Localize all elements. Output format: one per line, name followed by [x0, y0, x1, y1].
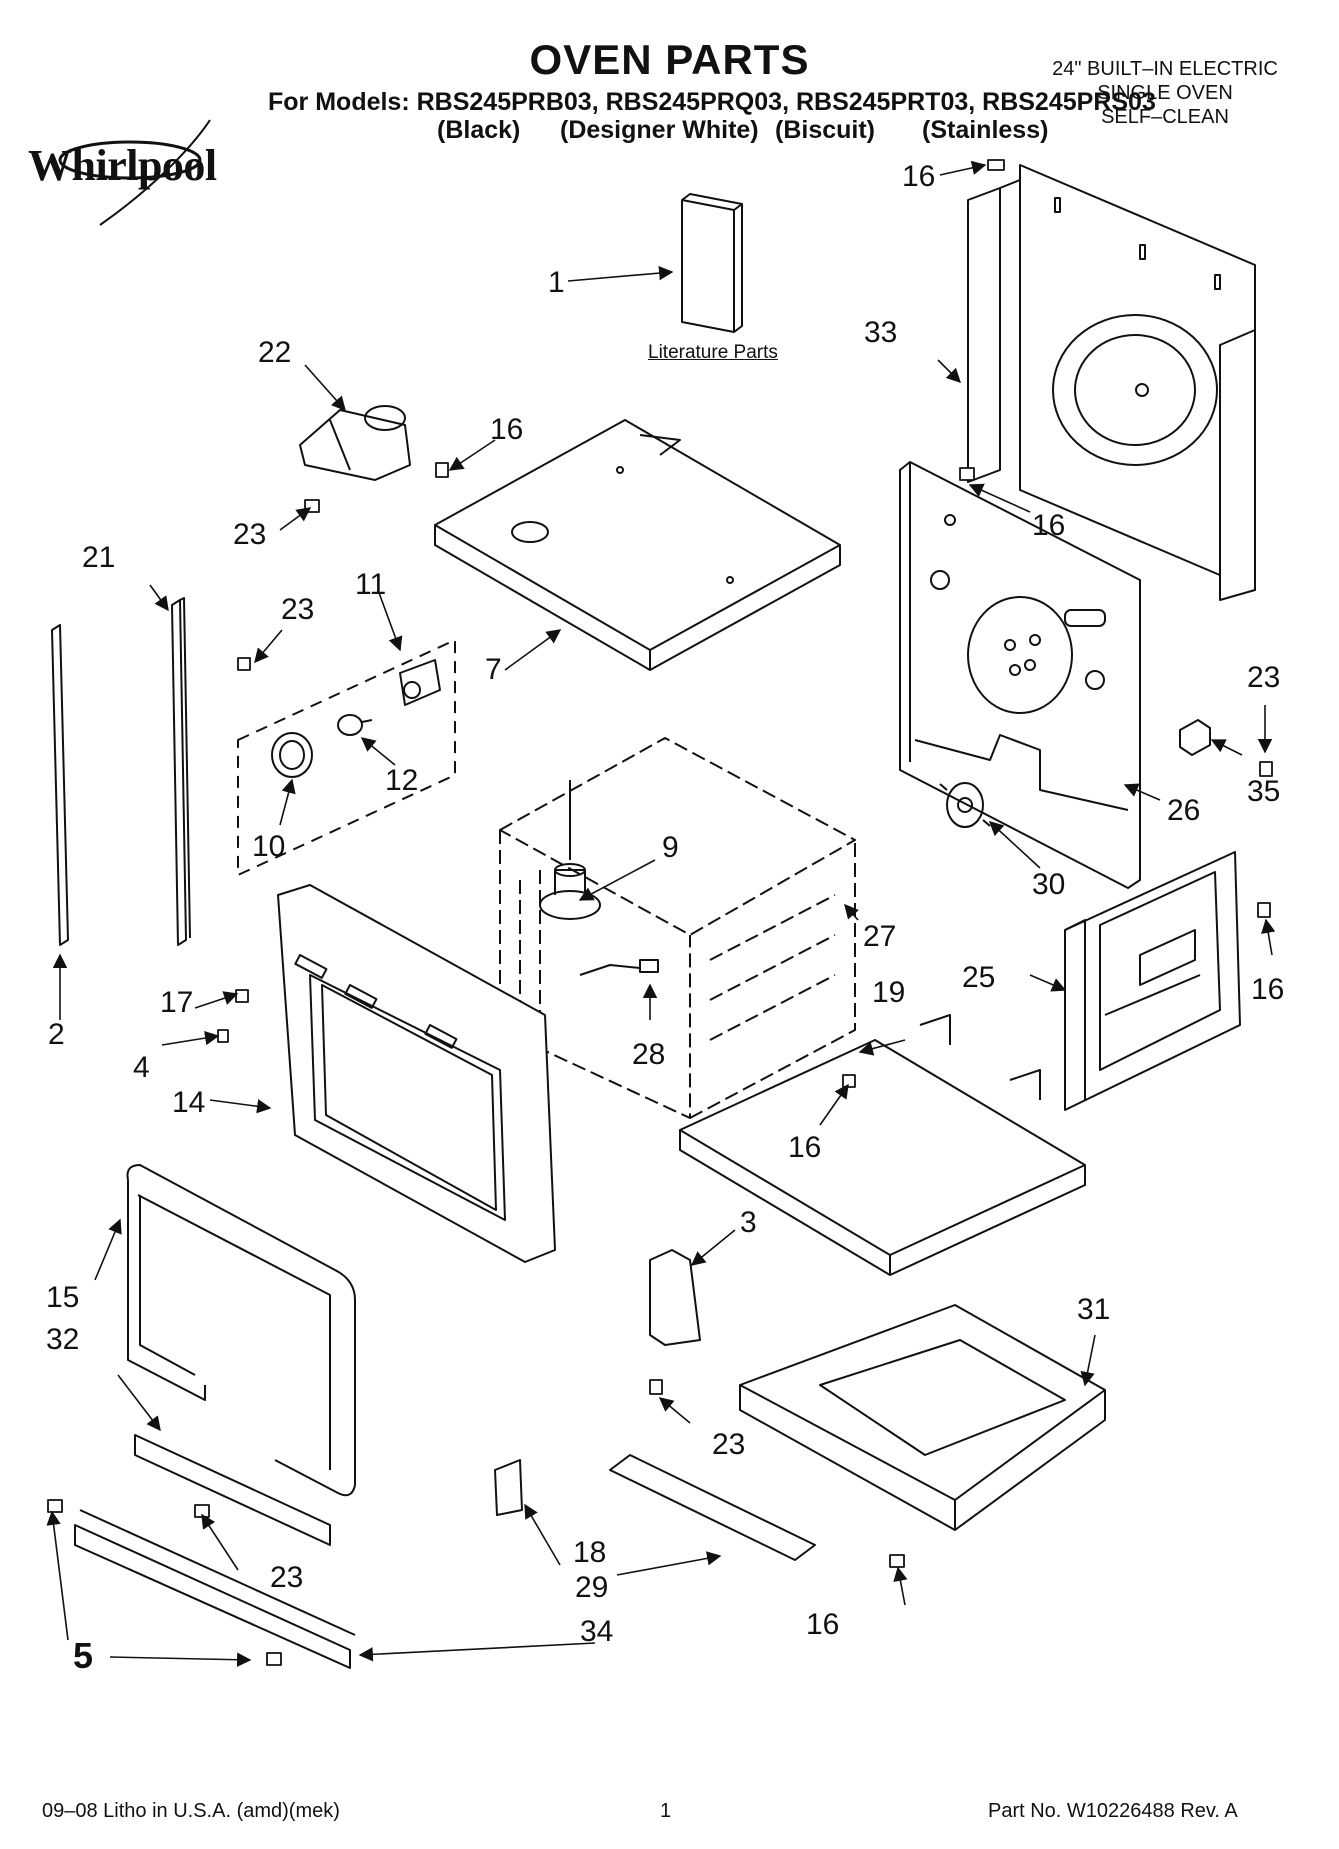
part-25-side-panel	[1064, 851, 1241, 1111]
literature-parts-label: Literature Parts	[648, 342, 778, 363]
callout-7: 7	[485, 653, 502, 686]
part-12-knob	[337, 714, 373, 736]
product-type-line-1: 24" BUILT–IN ELECTRIC	[1052, 58, 1278, 80]
callout-34: 34	[580, 1615, 614, 1648]
whirlpool-logo-swoosh	[58, 119, 211, 226]
callout-31: 31	[1077, 1293, 1111, 1326]
part-22-latch	[299, 405, 411, 481]
callout-4: 4	[133, 1051, 150, 1084]
color-biscuit: (Biscuit)	[775, 116, 875, 144]
part-26-rear-baffle	[899, 461, 1141, 889]
product-type-line-2: SINGLE OVEN	[1097, 82, 1233, 104]
part-7-top-panel	[434, 419, 841, 671]
product-type-line-3: SELF–CLEAN	[1101, 106, 1229, 128]
part-number: Part No. W10226488 Rev. A	[988, 1800, 1238, 1822]
callout-5: 5	[73, 1635, 94, 1676]
print-info: 09–08 Litho in U.S.A. (amd)(mek)	[42, 1800, 340, 1822]
color-black: (Black)	[437, 116, 521, 144]
callout-16-baffle: 16	[1032, 509, 1066, 542]
callout-19: 19	[872, 976, 906, 1009]
part-11-switch	[399, 659, 441, 706]
callout-16-side-panel: 16	[1251, 973, 1285, 1006]
part-29-lower-trim	[609, 1454, 816, 1561]
part-1-literature-book	[681, 193, 743, 333]
callout-3: 3	[740, 1206, 757, 1239]
callout-21: 21	[82, 541, 116, 574]
part-30-sensor	[939, 782, 991, 828]
callout-25: 25	[962, 961, 996, 994]
callout-23-strip: 23	[270, 1561, 304, 1594]
part-34-vent-trim	[74, 1509, 356, 1669]
part-31-base-tray	[739, 1304, 1106, 1531]
part-3-hinge-bracket	[649, 1249, 701, 1346]
part-35-bracket	[1179, 719, 1211, 756]
callout-23-lower: 23	[712, 1428, 746, 1461]
callout-10: 10	[252, 830, 286, 863]
part-10-knob	[271, 732, 313, 778]
callout-9: 9	[662, 831, 679, 864]
part-21-side-trim	[171, 597, 191, 946]
callout-15: 15	[46, 1281, 80, 1314]
part-28-sensor-probe	[579, 959, 659, 976]
callout-16-top: 16	[902, 160, 936, 193]
callout-23-latch: 23	[233, 518, 267, 551]
callout-32: 32	[46, 1323, 80, 1356]
callout-2: 2	[48, 1018, 65, 1051]
part-9-fan-motor	[539, 780, 601, 920]
part-33-rear-panel	[967, 164, 1256, 601]
callout-29: 29	[575, 1571, 609, 1604]
part-32-gasket-strip	[134, 1434, 331, 1546]
callout-16-bottom-panel: 16	[788, 1131, 822, 1164]
callout-16-base: 16	[806, 1608, 840, 1641]
callout-17: 17	[160, 986, 194, 1019]
callout-23-bracket: 23	[1247, 661, 1281, 694]
callout-35: 35	[1247, 775, 1281, 808]
part-15-gasket	[126, 1164, 356, 1497]
part-18-clip	[494, 1459, 523, 1516]
color-stainless: (Stainless)	[922, 116, 1049, 144]
callout-14: 14	[172, 1086, 206, 1119]
leader-lines	[46, 160, 1276, 1667]
part-27-oven-cavity	[499, 737, 856, 1119]
color-designer-white: (Designer White)	[560, 116, 759, 144]
part-19-bottom-panel	[679, 1014, 1086, 1276]
page-title: OVEN PARTS	[529, 36, 810, 83]
part-14-front-frame	[277, 884, 556, 1263]
callout-22: 22	[258, 336, 292, 369]
callout-30: 30	[1032, 868, 1066, 901]
part-2-trim-strip	[51, 624, 69, 946]
callout-27: 27	[863, 920, 897, 953]
callout-33: 33	[864, 316, 898, 349]
callout-11: 11	[355, 568, 387, 601]
callout-23-trim: 23	[281, 593, 315, 626]
callout-18: 18	[573, 1536, 607, 1569]
callout-16-top-panel: 16	[490, 413, 524, 446]
model-list: For Models: RBS245PRB03, RBS245PRQ03, RB…	[268, 88, 1156, 116]
callout-12: 12	[385, 764, 419, 797]
callout-1: 1	[548, 266, 565, 299]
page-number: 1	[660, 1800, 672, 1822]
brand-logo: Whirlpool	[28, 141, 217, 190]
callout-26: 26	[1167, 794, 1201, 827]
callout-28: 28	[632, 1038, 666, 1071]
